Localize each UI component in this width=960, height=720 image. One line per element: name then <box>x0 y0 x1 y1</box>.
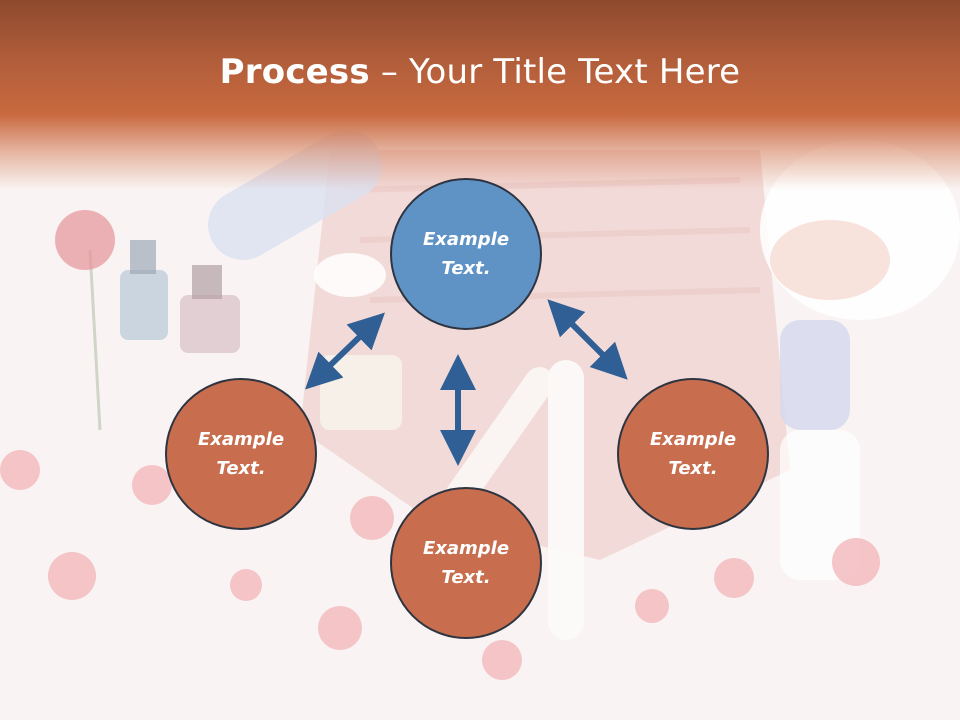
process-node-bottom[interactable]: Example Text. <box>390 487 542 639</box>
title-dash: – <box>369 52 410 92</box>
node-right-line1: Example <box>649 429 737 450</box>
node-bottom-line1: Example <box>422 538 510 559</box>
node-left-line2: Text. <box>216 458 266 479</box>
title-rest: Your Title Text Here <box>409 52 741 92</box>
node-bottom-line2: Text. <box>441 567 491 588</box>
title-bold: Process <box>219 52 370 92</box>
process-node-right[interactable]: Example Text. <box>617 378 769 530</box>
node-right-line2: Text. <box>668 458 718 479</box>
node-left-line1: Example <box>197 429 285 450</box>
slide-title: Process – Your Title Text Here <box>0 52 960 92</box>
title-band <box>0 0 960 190</box>
node-top-line1: Example <box>422 229 510 250</box>
process-node-left[interactable]: Example Text. <box>165 378 317 530</box>
node-top-line2: Text. <box>441 258 491 279</box>
process-node-top[interactable]: Example Text. <box>390 178 542 330</box>
